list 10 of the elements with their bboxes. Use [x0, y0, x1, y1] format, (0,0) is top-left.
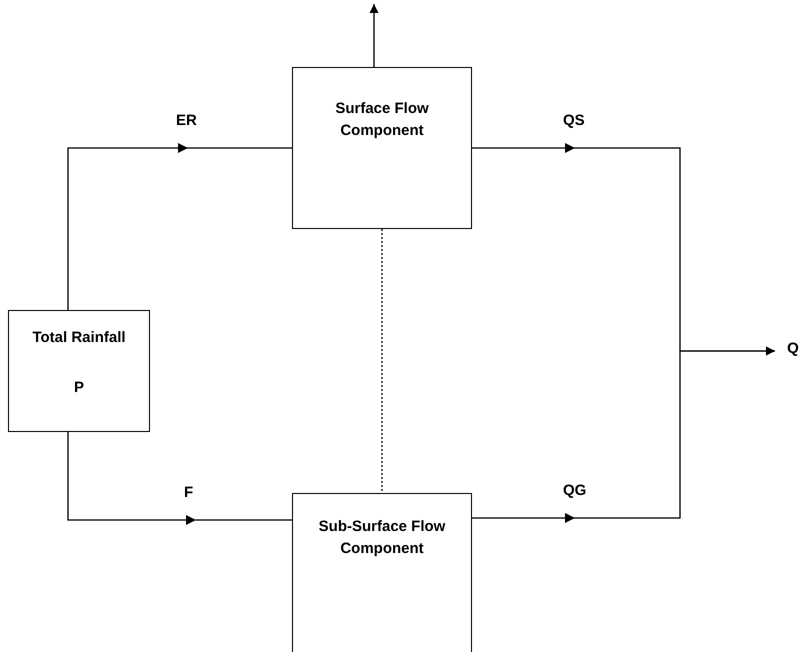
output-label: Q [783, 340, 803, 362]
process-box [292, 493, 472, 652]
process-box [8, 310, 150, 432]
process-box [292, 67, 472, 229]
box-text: Surface Flow Component [334, 99, 430, 141]
box-text: Total Rainfall [32, 328, 126, 348]
box-text: P [74, 378, 84, 398]
edge-label: QG [561, 482, 588, 499]
box-text: Sub-Surface Flow Component [318, 517, 446, 559]
edge-label: QS [561, 112, 587, 129]
